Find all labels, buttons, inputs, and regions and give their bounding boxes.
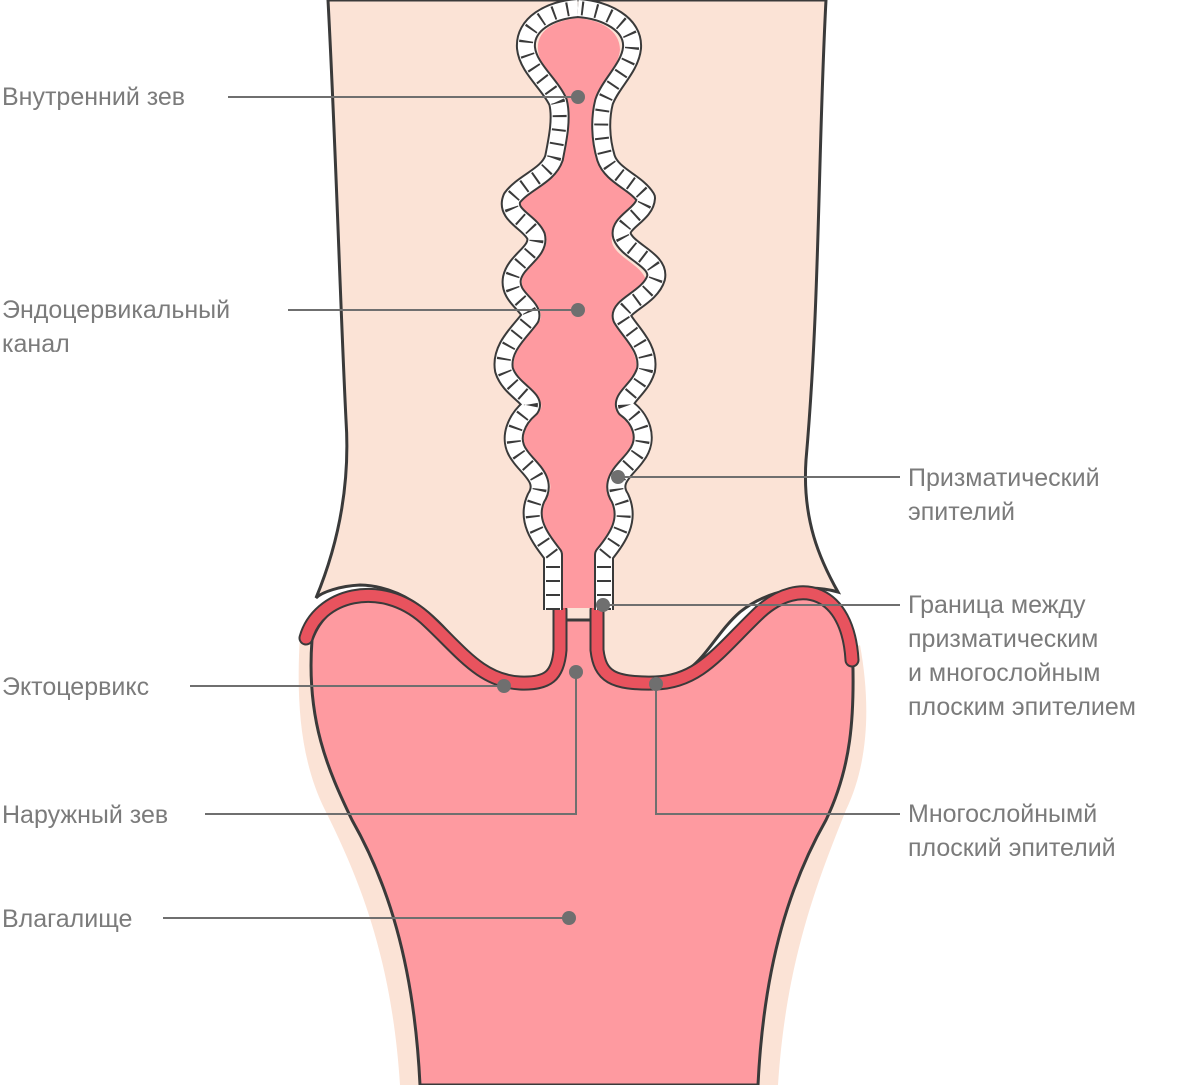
label-line: Многослойнымй bbox=[908, 800, 1097, 828]
label-line: Наружный зев bbox=[2, 801, 168, 829]
label-line: Эндоцервикальный bbox=[2, 296, 230, 324]
transformation-zone-label: Граница между призматическим и многослойны… bbox=[908, 591, 1136, 721]
label-line: плоский эпителий bbox=[908, 834, 1116, 862]
vagina-marker bbox=[562, 911, 576, 925]
external-os-label: Наружный зев bbox=[2, 801, 168, 829]
label-line: Влагалище bbox=[2, 905, 132, 933]
label-line: призматическим bbox=[908, 625, 1098, 653]
label-line: Внутренний зев bbox=[2, 83, 185, 111]
columnar-epithelium-marker bbox=[611, 470, 625, 484]
ectocervix-band-left bbox=[300, 590, 566, 689]
columnar-epithelium-right bbox=[577, 0, 665, 610]
ectocervix-band-right bbox=[591, 587, 858, 689]
columnar-epithelium-label: Призматический эпителий bbox=[908, 464, 1100, 526]
label-line: эпителий bbox=[908, 498, 1015, 526]
external-os-marker bbox=[569, 665, 583, 679]
ectocervix-marker bbox=[497, 679, 511, 693]
internal-os-label: Внутренний зев bbox=[2, 83, 185, 111]
label-line: Граница между bbox=[908, 591, 1086, 619]
label-line: канал bbox=[2, 330, 70, 358]
vagina-label: Влагалище bbox=[2, 905, 132, 933]
transformation-zone-marker bbox=[596, 598, 610, 612]
squamous-epithelium-leader bbox=[655, 684, 900, 815]
endocervical-canal-label: Эндоцервикальный канал bbox=[2, 296, 230, 358]
label-line: Эктоцервикс bbox=[2, 673, 149, 701]
external-os-leader bbox=[205, 672, 577, 815]
ectocervix-label: Эктоцервикс bbox=[2, 673, 149, 701]
squamous-epithelium-label: Многослойнымй плоский эпителий bbox=[908, 800, 1116, 862]
endocervical-canal-marker bbox=[571, 303, 585, 317]
label-line: и многослойным bbox=[908, 659, 1100, 687]
label-line: Призматический bbox=[908, 464, 1100, 492]
internal-os-marker bbox=[571, 90, 585, 104]
squamous-epithelium-marker bbox=[649, 677, 663, 691]
label-line: плоским эпителием bbox=[908, 693, 1136, 721]
